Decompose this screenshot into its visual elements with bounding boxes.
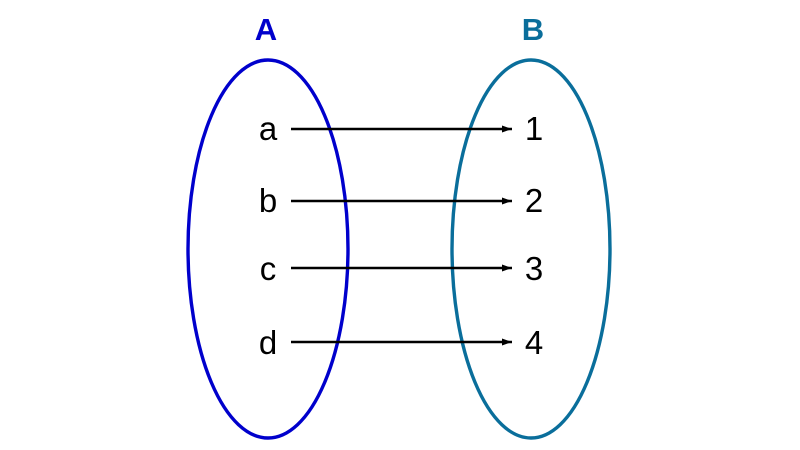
set-b-element-2: 2 — [525, 182, 543, 219]
set-b-title: B — [522, 12, 544, 47]
set-a-title: A — [255, 12, 277, 47]
set-b-element-4: 4 — [525, 324, 543, 361]
set-a-element-b: b — [259, 182, 277, 219]
set-b-element-3: 3 — [525, 250, 543, 287]
set-a-ellipse — [186, 58, 350, 440]
set-a-element-d: d — [259, 324, 277, 361]
set-a-element-a: a — [259, 110, 278, 147]
set-b-element-1: 1 — [525, 110, 543, 147]
set-b-ellipse — [450, 58, 612, 440]
set-a-element-c: c — [260, 250, 277, 287]
